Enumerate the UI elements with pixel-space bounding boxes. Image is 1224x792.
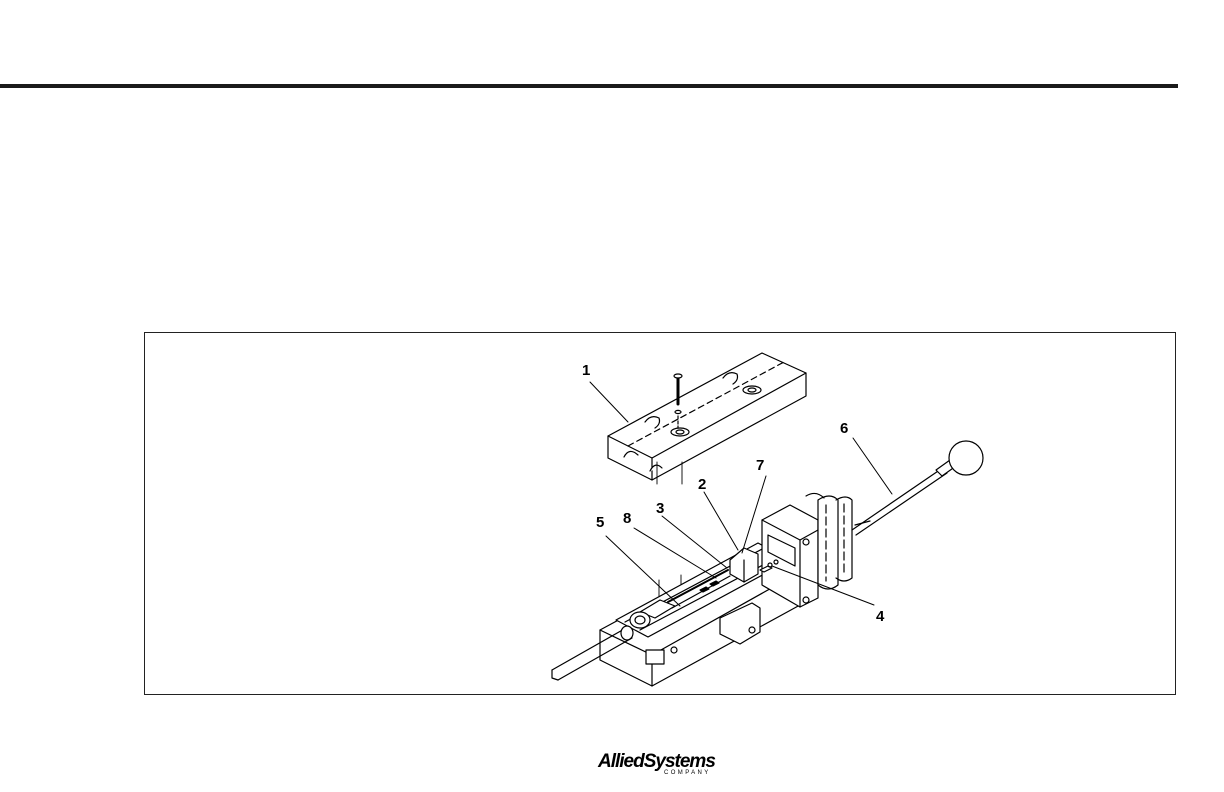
callout-8: 8 [623,511,631,526]
callout-7: 7 [756,458,764,473]
callout-1: 1 [582,363,590,378]
company-logo: AlliedSystems COMPANY [598,752,728,778]
shaft-knob [852,441,983,535]
callout-2: 2 [698,477,706,492]
callout-5: 5 [596,515,604,530]
callout-3: 3 [656,501,664,516]
callout-4: 4 [876,609,884,624]
logo-company-text: COMPANY [664,769,711,777]
callout-6: 6 [840,421,848,436]
end-plate [762,493,852,607]
cover-block [608,353,806,480]
